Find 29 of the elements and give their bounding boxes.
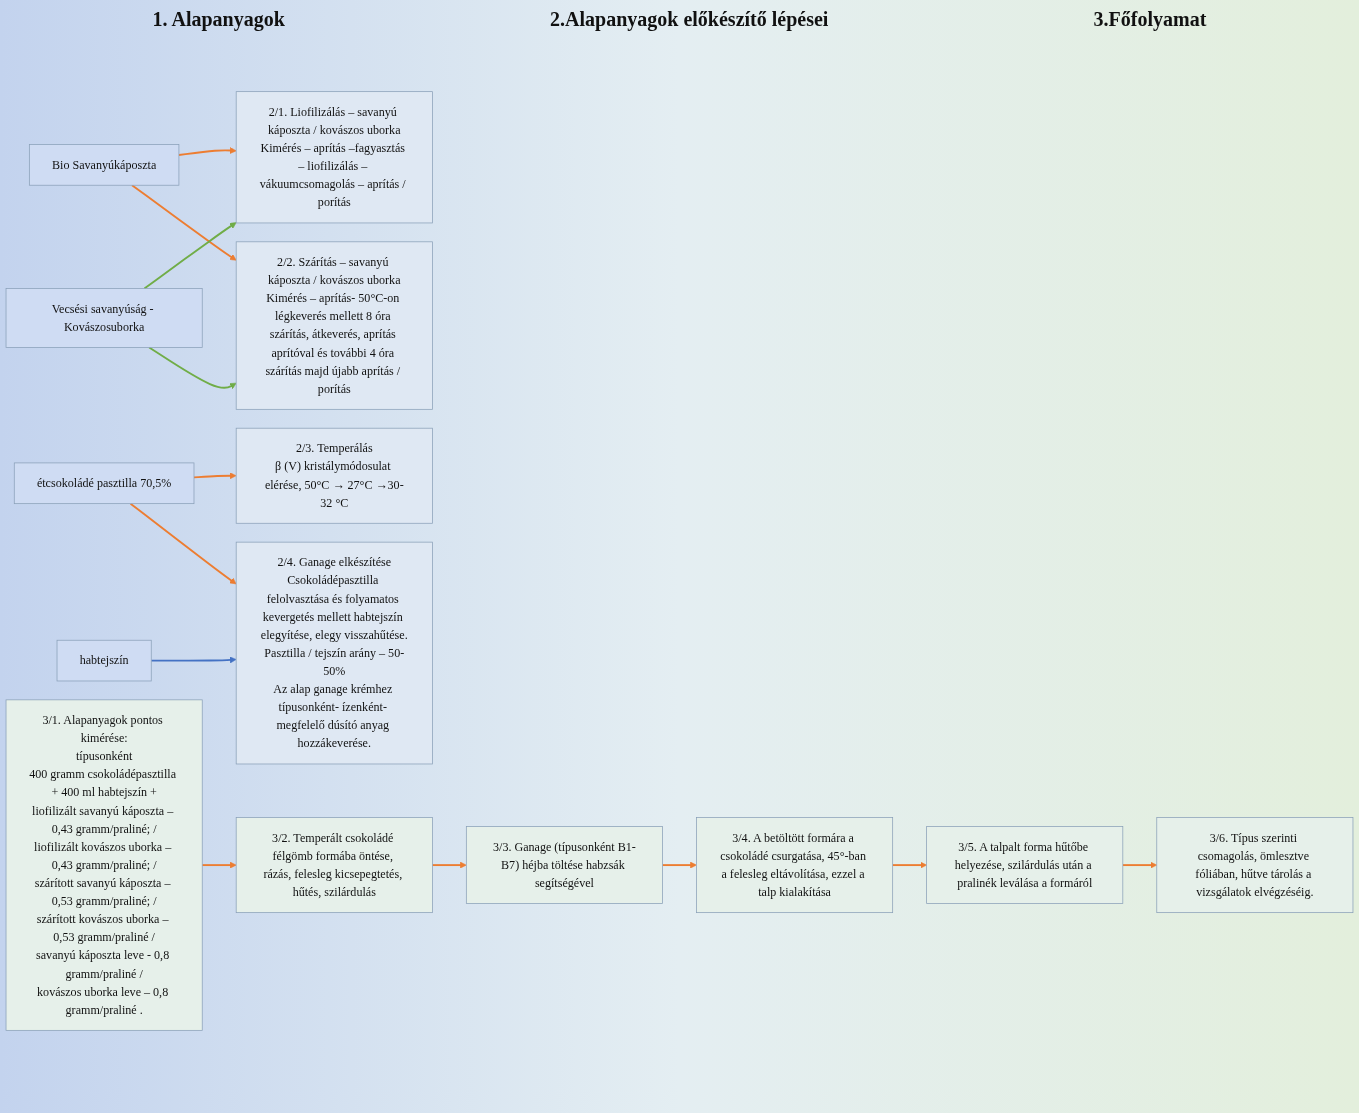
node-box: étcsokoládé pasztilla 70,5% — [13, 462, 195, 505]
node-box: 3/2. Temperált csokoládé félgömb formába öntése, rázás, felesleg kicsepegtetés, hűtés, szilárdulás — [235, 817, 433, 913]
arrow — [150, 656, 237, 664]
node-box: 3/6. Típus szerinti csomagolás, ömlesztve fóliában, hűtve tárolás a vizsgálatok elvégzéséig. — [1156, 817, 1354, 913]
node-box: Vecsési savanyúság - Kovászosuborka — [5, 288, 203, 348]
arrow — [661, 861, 697, 869]
node-box: 2/2. Szárítás – savanyú káposzta / kovászos uborka Kimérés – aprítás- 50°C-on légkeverés mellett 8 óra szárítás, átkeverés, aprítás aprítóval és további 4 óra szárítás majd újabb aprítás / porítás — [235, 241, 433, 410]
arrow — [143, 222, 237, 290]
arrow — [1121, 861, 1158, 869]
node-box: 2/3. Temperálás β (V) kristálymódosulat elérése, 50°C → 27°C →30-32 °C — [235, 427, 433, 524]
column-heading: 1. Alapanyagok — [152, 8, 285, 31]
arrow — [177, 147, 237, 156]
node-box: 3/3. Ganage (típusonként B1-B7) héjba töltése habzsák segítségével — [465, 826, 663, 904]
column-heading: 2.Alapanyagok előkészítő lépései — [550, 8, 829, 31]
node-box: 3/1. Alapanyagok pontos kimérése: típusonként 400 gramm csokoládépasztilla + 400 ml habtejszín + liofilizált savanyú káposzta – 0,43 gramm/praliné; / liofilizált kovászos uborka – 0,43 gramm/praliné; / szárított savanyú káposzta – 0,53 gramm/praliné; / szárított kovászos uborka – 0,53 gramm/praliné / savanyú káposzta leve - 0,8 gramm/praliné / kovászos uborka leve – 0,8 gramm/praliné . — [5, 699, 203, 1031]
arrow — [201, 861, 237, 869]
arrow — [131, 184, 237, 261]
arrow — [431, 861, 467, 869]
node-box: 3/5. A talpalt forma hűtőbe helyezése, szilárdulás után a pralinék leválása a formáról — [926, 826, 1124, 904]
node-box: 3/4. A betöltött formára a csokoládé csurgatása, 45°-ban a felesleg eltávolítása, ezzel a talp kialakítása — [696, 817, 894, 913]
node-box: 2/4. Ganage elkészítése Csokoládépasztilla felolvasztása és folyamatos kevergetés mellett habtejszín elegyítése, elegy visszahűtése. Pasztilla / tejszín arány – 50-50% Az alap ganage krémhez típusonként- ízenként- megfelelő dúsító anyag hozzákeverése. — [235, 541, 433, 765]
arrow — [193, 472, 237, 480]
arrow — [891, 861, 927, 869]
node-box: habtejszín — [56, 639, 152, 682]
node-box: Bio Savanyúkáposzta — [28, 144, 180, 186]
node-box: 2/1. Liofilizálás – savanyú káposzta / kovászos uborka Kimérés – aprítás –fagyasztás – liofilizálás – vákuumcsomagolás – aprítás / porítás — [235, 91, 433, 224]
column-heading: 3.Főfolyamat — [1093, 8, 1207, 31]
arrow — [148, 346, 237, 390]
arrow — [129, 502, 237, 585]
